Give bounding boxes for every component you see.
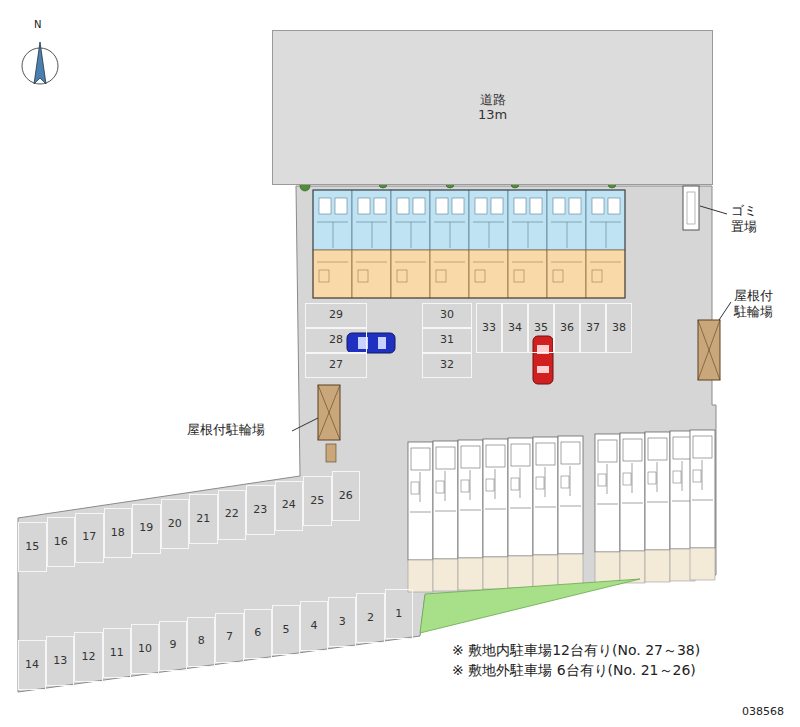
garbage-station xyxy=(683,186,699,230)
stall-number: 6 xyxy=(254,627,261,640)
parking-note: ※ 敷地内駐車場12台有り(No. 27～38) xyxy=(452,642,700,660)
stall-number: 18 xyxy=(111,527,125,540)
stall-number: 13 xyxy=(53,655,67,668)
parking-stall: 34 xyxy=(502,303,528,353)
parking-stall: 37 xyxy=(580,303,606,353)
stall-number: 11 xyxy=(110,647,124,660)
parking-stall: 12 xyxy=(74,632,102,682)
stall-number: 31 xyxy=(440,334,454,347)
stall-number: 21 xyxy=(196,513,210,526)
parking-stall: 24 xyxy=(275,481,304,531)
stall-number: 22 xyxy=(225,508,239,521)
garbage-label: ゴミ置場 xyxy=(731,203,758,236)
stall-number: 28 xyxy=(329,334,343,347)
road-label: 道路 xyxy=(480,93,506,108)
site-ground xyxy=(18,186,716,692)
stall-number: 7 xyxy=(226,631,233,644)
stall-number: 29 xyxy=(329,309,343,322)
bike-shelter-label: 屋根付駐輪場 xyxy=(187,422,265,438)
parking-stall: 11 xyxy=(103,628,131,678)
parking-stall: 7 xyxy=(215,613,243,663)
parking-stall: 9 xyxy=(159,621,187,671)
stall-number: 30 xyxy=(440,309,454,322)
stall-number: 15 xyxy=(25,541,39,554)
road-label: 13m xyxy=(478,108,507,123)
stall-number: 26 xyxy=(339,490,353,503)
stall-number: 35 xyxy=(534,322,548,335)
car-symbol xyxy=(533,336,553,384)
parking-stall: 28 xyxy=(305,328,367,353)
leader-line xyxy=(292,206,731,431)
parking-note: ※ 敷地外駐車場 6台有り(No. 21～26) xyxy=(452,662,696,680)
stall-number: 4 xyxy=(311,620,318,633)
stall-number: 5 xyxy=(282,624,289,637)
stall-number: 19 xyxy=(139,522,153,535)
stall-number: 20 xyxy=(168,518,182,531)
stall-number: 12 xyxy=(81,651,95,664)
property-code: 038568 xyxy=(742,705,784,719)
stall-number: 8 xyxy=(198,635,205,648)
bike-shelter xyxy=(698,320,720,380)
parking-stall: 19 xyxy=(132,504,161,554)
apartment-building xyxy=(408,430,715,592)
apartment-building xyxy=(313,190,625,298)
stall-number: 33 xyxy=(482,322,496,335)
stall-number: 17 xyxy=(82,531,96,544)
parking-stall: 5 xyxy=(272,605,300,655)
parking-stall: 26 xyxy=(332,471,361,521)
parking-stall: 21 xyxy=(189,494,218,544)
road-area: 道路13m xyxy=(272,30,713,185)
parking-stall: 13 xyxy=(46,636,74,686)
parking-stall: 30 xyxy=(422,303,472,328)
parking-stall: 29 xyxy=(305,303,367,328)
parking-stall: 36 xyxy=(554,303,580,353)
parking-stall: 22 xyxy=(218,490,247,540)
parking-stall: 3 xyxy=(328,597,356,647)
parking-stall: 20 xyxy=(161,499,190,549)
parking-stall: 35 xyxy=(528,303,554,353)
parking-stall: 2 xyxy=(356,593,384,643)
stall-number: 10 xyxy=(138,643,152,656)
parking-stall: 31 xyxy=(422,328,472,353)
stall-number: 3 xyxy=(339,616,346,629)
parking-stall: 6 xyxy=(244,609,272,659)
stall-number: 38 xyxy=(612,322,626,335)
parking-stall: 18 xyxy=(104,508,133,558)
parking-stall: 14 xyxy=(18,640,46,690)
bike-shelter-label: 屋根付駐輪場 xyxy=(734,288,774,321)
parking-stall: 25 xyxy=(303,476,332,526)
stall-number: 1 xyxy=(395,608,402,621)
green-area xyxy=(420,579,640,633)
stall-number: 16 xyxy=(54,536,68,549)
stall-number: 36 xyxy=(560,322,574,335)
parking-stall: 15 xyxy=(18,522,47,572)
stall-number: 14 xyxy=(25,659,39,672)
parking-stall: 27 xyxy=(305,353,367,378)
stall-number: 27 xyxy=(329,359,343,372)
parking-stall: 16 xyxy=(47,517,76,567)
car-symbol xyxy=(347,333,395,353)
parking-stall: 32 xyxy=(422,353,472,378)
stall-number: 37 xyxy=(586,322,600,335)
stall-number: 32 xyxy=(440,359,454,372)
stall-number: 34 xyxy=(508,322,522,335)
stall-number: 23 xyxy=(253,504,267,517)
parking-stall: 33 xyxy=(476,303,502,353)
parking-stall: 8 xyxy=(187,617,215,667)
north-arrow xyxy=(22,42,58,84)
stall-number: 25 xyxy=(310,495,324,508)
parking-stall: 10 xyxy=(131,624,159,674)
parking-stall: 38 xyxy=(606,303,632,353)
parking-stall: 23 xyxy=(246,485,275,535)
stall-number: 2 xyxy=(367,612,374,625)
parking-stall: 17 xyxy=(75,513,104,563)
stall-number: 9 xyxy=(170,639,177,652)
parking-stall: 1 xyxy=(385,589,413,639)
north-label: N xyxy=(34,19,41,32)
stall-number: 24 xyxy=(282,499,296,512)
bike-shelter xyxy=(318,385,340,462)
parking-stall: 4 xyxy=(300,601,328,651)
